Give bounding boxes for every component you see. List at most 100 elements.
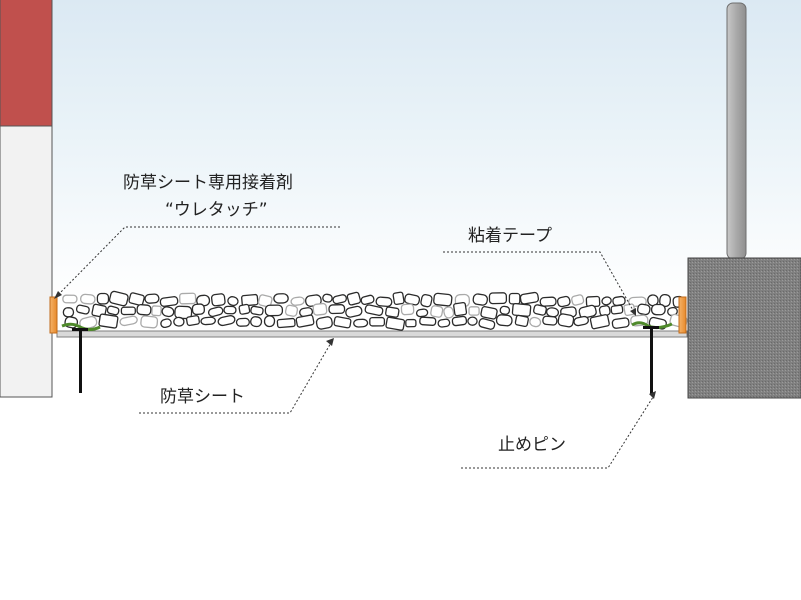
- gravel-stone: [392, 291, 405, 306]
- gravel-stone: [108, 290, 129, 307]
- gravel-stone: [264, 304, 284, 317]
- gravel-stone: [519, 291, 540, 305]
- leader-pin-arrow: [649, 391, 656, 399]
- weed-sheet-surface: [56, 330, 688, 338]
- gravel-stone: [514, 314, 529, 328]
- gravel-stone: [360, 294, 375, 306]
- gravel-stone: [415, 308, 429, 318]
- gravel-stone: [106, 305, 120, 316]
- gravel-stone: [419, 316, 437, 326]
- gravel-stone: [542, 315, 558, 326]
- post-pole: [726, 2, 747, 260]
- gravel-stone: [173, 316, 185, 327]
- gravel-stone: [333, 316, 352, 329]
- gravel-stone: [467, 316, 478, 326]
- gravel-stone: [611, 317, 630, 329]
- gravel-stone: [364, 304, 384, 317]
- gravel-stone: [420, 293, 433, 308]
- gravel-stone: [273, 293, 289, 304]
- gravel-stone: [610, 304, 624, 315]
- gravel-stone: [573, 315, 589, 327]
- gravel-stone: [453, 301, 468, 317]
- gravel-stone: [62, 307, 75, 318]
- gravel-stone: [451, 315, 468, 327]
- gravel-stone: [499, 305, 511, 315]
- gravel-stone: [508, 292, 521, 305]
- gravel-stone: [369, 316, 386, 327]
- gravel-stone: [571, 294, 585, 306]
- gravel-stone: [207, 306, 224, 317]
- gravel-stone: [200, 316, 216, 326]
- pin-left: [72, 328, 88, 393]
- gravel-stone: [75, 304, 90, 315]
- gravel-stone: [589, 314, 610, 330]
- gravel-stone: [79, 315, 98, 330]
- label-adhesive-line1: 防草シート専用接着剤: [123, 173, 293, 193]
- gravel-stone: [179, 292, 197, 305]
- leader-tape: [443, 251, 635, 313]
- gravel-stone: [480, 306, 498, 320]
- gravel-stone: [96, 292, 110, 305]
- gravel-stone: [478, 318, 496, 330]
- gravel-stone: [385, 316, 406, 331]
- gravel-stone: [159, 296, 179, 307]
- gravel-stone: [488, 292, 508, 305]
- gravel-stone: [601, 296, 612, 306]
- gravel-stone: [144, 293, 160, 304]
- gravel-stone: [250, 305, 264, 316]
- adhesive-strip-left: [49, 296, 58, 334]
- gravel-stone: [385, 306, 400, 318]
- gravel-stone: [578, 304, 597, 319]
- label-adhesive-line2: “ウレタッチ”: [165, 200, 268, 220]
- pin-right: [643, 326, 659, 394]
- left-wall-body: [0, 125, 53, 398]
- right-post: [687, 2, 801, 399]
- gravel-stone: [185, 315, 200, 327]
- gravel-stone: [151, 305, 162, 317]
- gravel-layer: [62, 290, 688, 331]
- gravel-stone: [637, 303, 651, 316]
- gravel-stone: [161, 306, 175, 318]
- label-pin: 止めピン: [498, 435, 566, 455]
- weed-sheet: [56, 330, 688, 338]
- gravel-stone: [539, 296, 557, 307]
- gravel-stone: [437, 318, 451, 328]
- gravel-stone: [257, 294, 273, 308]
- gravel-stone: [136, 304, 152, 316]
- gravel-stone: [345, 305, 363, 318]
- gravel-stone: [295, 314, 315, 328]
- gravel-stone: [468, 306, 480, 316]
- gravel-stone: [227, 296, 239, 307]
- gravel-stone: [238, 303, 251, 315]
- gravel-stone: [556, 295, 571, 308]
- label-sheet: 防草シート: [160, 387, 245, 407]
- gravel-stone: [250, 316, 263, 328]
- gravel-stone: [315, 316, 333, 330]
- leader-adhesive: [55, 226, 340, 298]
- gravel-stone: [98, 313, 119, 329]
- gravel-stone: [353, 318, 369, 328]
- gravel-stone: [375, 296, 393, 308]
- gravel-stone: [312, 302, 328, 316]
- gravel-stone: [217, 315, 236, 327]
- gravel-stone: [433, 292, 453, 307]
- sky-background: [0, 0, 801, 300]
- gravel-stone: [64, 316, 79, 329]
- gravel-stone: [120, 306, 136, 316]
- gravel-stone: [263, 315, 276, 328]
- gravel-stone: [290, 296, 305, 306]
- left-wall-red-top: [0, 0, 53, 127]
- gravel-stone: [80, 293, 96, 305]
- gravel-stone: [128, 292, 145, 307]
- leader-tape-arrow: [630, 308, 636, 316]
- gravel-stone: [430, 305, 444, 318]
- left-wall: [0, 0, 53, 398]
- gravel-stone: [405, 318, 417, 328]
- gravel-stone: [612, 295, 626, 307]
- gravel-stone: [533, 304, 547, 316]
- gravel-stone: [322, 293, 333, 303]
- gravel-stone: [529, 316, 542, 328]
- gravel-stone: [443, 306, 455, 319]
- gravel-stone: [160, 318, 172, 329]
